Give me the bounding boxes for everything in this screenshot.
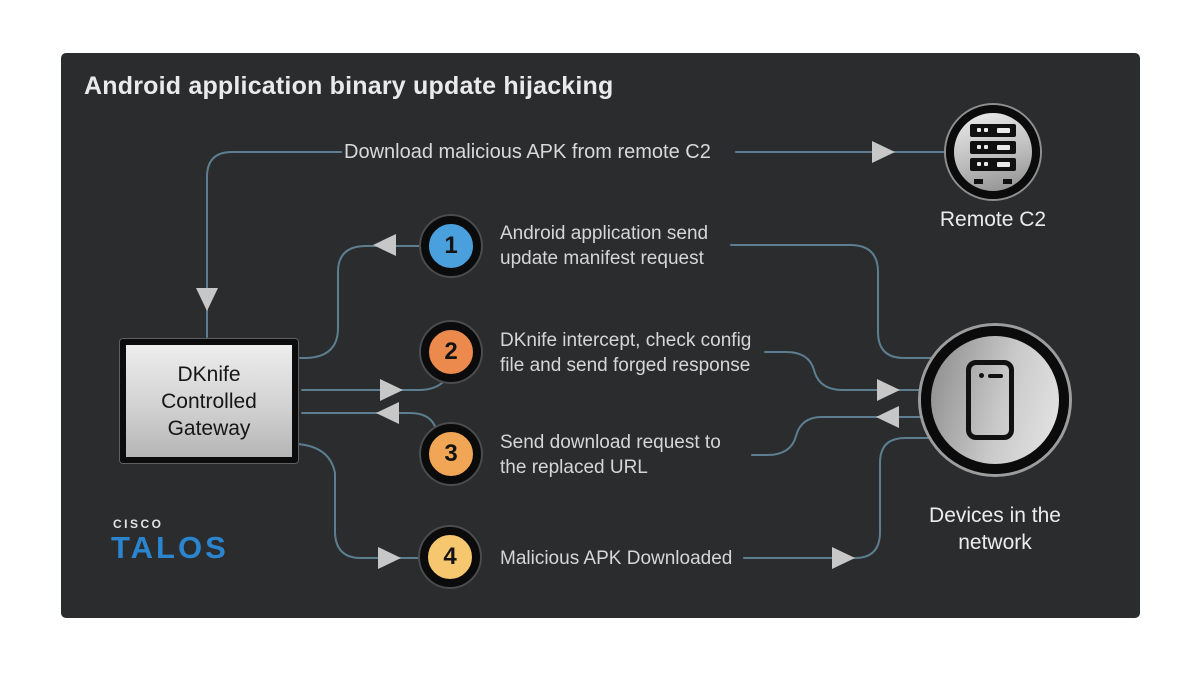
remote-c2-label: Remote C2 xyxy=(939,208,1047,231)
step-3-badge: 3 xyxy=(421,424,481,484)
step-4-line-1: Malicious APK Downloaded xyxy=(500,548,733,569)
server-icon xyxy=(970,124,1016,184)
smartphone-icon xyxy=(966,360,1014,440)
step-1-line-2: update manifest request xyxy=(500,248,704,269)
devices-label-line-1: Devices in the xyxy=(929,504,1061,527)
devices-node xyxy=(921,326,1069,474)
step-1-number: 1 xyxy=(444,232,458,259)
flow-label-download-apk: Download malicious APK from remote C2 xyxy=(344,141,711,163)
step-2-line-1: DKnife intercept, check config xyxy=(500,330,752,351)
step-3-line-2: the replaced URL xyxy=(500,457,648,478)
step-3-text: Send download request to the replaced UR… xyxy=(500,430,721,480)
step-4-text: Malicious APK Downloaded xyxy=(500,546,732,571)
gateway-label-line-3: Gateway xyxy=(167,416,251,440)
talos-logo-text: TALOS xyxy=(111,530,229,565)
devices-label: Devices in the network xyxy=(929,502,1061,556)
step-4-badge: 4 xyxy=(420,527,480,587)
gateway-label-line-2: Controlled xyxy=(161,389,257,413)
step-4-number: 4 xyxy=(443,543,457,570)
remote-c2-node xyxy=(946,105,1040,199)
step-3-line-1: Send download request to xyxy=(500,432,721,453)
cisco-logo-text: CISCO xyxy=(113,517,164,531)
step-1-line-1: Android application send xyxy=(500,223,709,244)
server-rack-row xyxy=(970,141,1016,154)
step-2-text: DKnife intercept, check config file and … xyxy=(500,328,751,378)
devices-label-line-2: network xyxy=(958,531,1032,554)
step-2-number: 2 xyxy=(444,338,458,365)
diagram-title: Android application binary update hijack… xyxy=(84,72,614,100)
server-rack-row xyxy=(970,124,1016,137)
server-rack-row xyxy=(970,158,1016,171)
step-3-number: 3 xyxy=(444,440,458,467)
gateway-label-line-1: DKnife xyxy=(177,362,241,386)
step-2-badge: 2 xyxy=(421,322,481,382)
phone-speaker-dash xyxy=(988,374,1003,378)
phone-camera-dot xyxy=(979,373,984,378)
step-1-badge: 1 xyxy=(421,216,481,276)
step-1-text: Android application send update manifest… xyxy=(500,221,708,271)
step-2-line-2: file and send forged response xyxy=(500,355,751,376)
dknife-gateway-node: DKnife Controlled Gateway xyxy=(120,339,298,463)
